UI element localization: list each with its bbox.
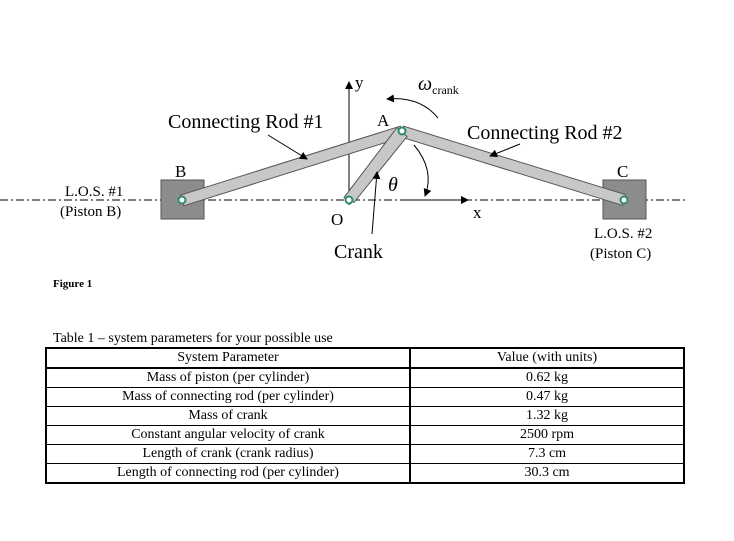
table-row: Length of crank (crank radius) 7.3 cm [46,444,684,464]
table-header-row: System Parameter Value (with units) [46,348,684,369]
param-name: Length of connecting rod (per cylinder) [46,463,411,483]
param-name: Mass of connecting rod (per cylinder) [46,387,411,407]
table-row: Length of connecting rod (per cylinder) … [46,463,684,483]
omega-arrow [386,94,439,119]
crank-leader [371,171,381,235]
param-name: Length of crank (crank radius) [46,444,411,464]
point-b-label: B [175,162,186,181]
omega-label: ωcrank [418,73,459,97]
los1-label-line1: L.O.S. #1 [65,184,123,200]
rod2-label: Connecting Rod #2 [467,122,623,144]
point-c-label: C [617,162,628,181]
header-value: Value (with units) [410,348,684,369]
param-value: 2500 rpm [410,425,684,445]
los2-label-line2: (Piston C) [590,246,651,262]
param-name: Constant angular velocity of crank [46,425,411,445]
parameters-table: System Parameter Value (with units) Mass… [45,347,685,484]
table-row: Constant angular velocity of crank 2500 … [46,425,684,445]
table-row: Mass of crank 1.32 kg [46,406,684,426]
table-caption: Table 1 – system parameters for your pos… [53,331,333,346]
x-axis-label: x [473,203,482,222]
param-name: Mass of piston (per cylinder) [46,368,411,388]
pin-c [619,195,629,205]
param-value: 30.3 cm [410,463,684,483]
los1-label-line2: (Piston B) [60,204,121,220]
param-value: 7.3 cm [410,444,684,464]
point-a-label: A [377,111,390,130]
theta-arc [413,144,432,197]
param-value: 1.32 kg [410,406,684,426]
table-row: Mass of connecting rod (per cylinder) 0.… [46,387,684,407]
pin-b [177,195,187,205]
param-name: Mass of crank [46,406,411,426]
omega-subscript: crank [432,83,459,97]
los2-label-line1: L.O.S. #2 [594,226,652,242]
y-axis-label: y [355,73,364,92]
crank-label: Crank [334,241,383,263]
param-value: 0.62 kg [526,370,568,385]
figure-caption: Figure 1 [53,278,93,290]
point-o-label: O [331,210,343,229]
mechanism-figure: y x ωcrank θ A B C O Connecting Rod #1 C… [0,73,688,263]
pin-o [344,195,354,205]
omega-symbol: ω [418,73,432,95]
header-parameter: System Parameter [46,348,411,369]
rod2-leader [489,143,521,158]
pin-a [397,126,407,136]
rod1-label: Connecting Rod #1 [168,111,324,133]
table-row: Mass of piston (per cylinder) 0.62 kg [46,368,684,388]
param-value: 0.47 kg [410,387,684,407]
theta-label: θ [388,174,398,196]
rod1-leader [267,134,308,160]
